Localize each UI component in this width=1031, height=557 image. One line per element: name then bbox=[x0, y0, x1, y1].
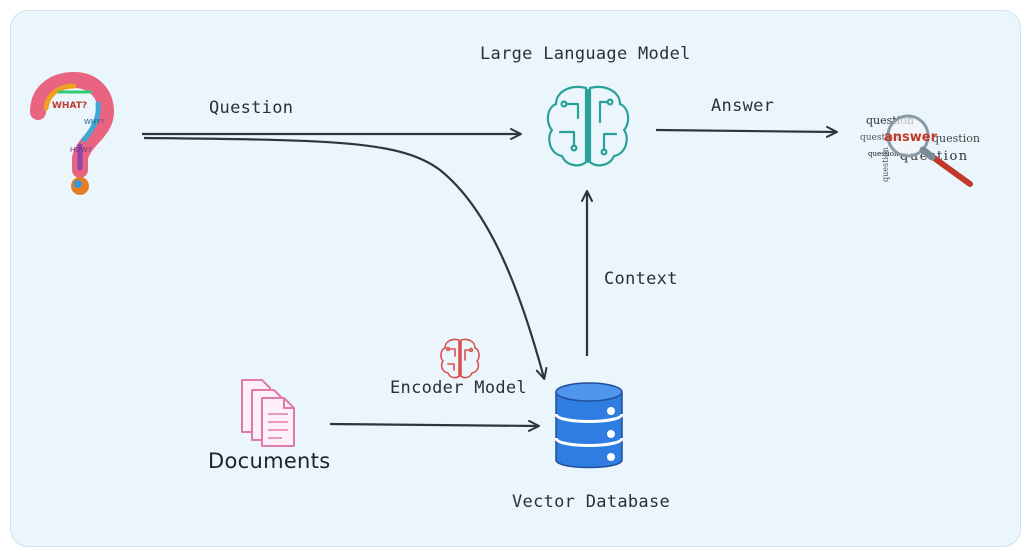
context-label: Context bbox=[604, 269, 678, 289]
question-cloud-word: WHAT? bbox=[52, 101, 87, 111]
diagram-panel bbox=[10, 10, 1021, 547]
encoder-brain-icon bbox=[440, 338, 480, 379]
question-label: Question bbox=[209, 98, 294, 118]
arrow-llm-to-answer bbox=[655, 125, 838, 138]
answer-magnifier-icon: question question question question ques… bbox=[860, 114, 980, 187]
arrow-question-to-database bbox=[143, 136, 548, 380]
llm-brain-icon bbox=[546, 85, 630, 167]
llm-label: Large Language Model bbox=[480, 44, 691, 64]
question-cloud-word: WHY? bbox=[84, 118, 104, 126]
svg-text:question: question bbox=[868, 150, 899, 158]
answer-image-word: question bbox=[860, 133, 899, 143]
question-cloud-word: HOW? bbox=[70, 146, 92, 154]
arrow-documents-to-database bbox=[329, 419, 540, 432]
documents-icon bbox=[241, 379, 295, 447]
vector-database-icon bbox=[554, 382, 624, 469]
answer-image-word: question bbox=[932, 132, 980, 145]
encoder-model-label: Encoder Model bbox=[390, 378, 527, 398]
answer-label: Answer bbox=[711, 96, 775, 116]
answer-image-word: answer bbox=[884, 130, 938, 145]
vector-database-label: Vector Database bbox=[512, 492, 671, 512]
question-cloud-icon: WHAT? WHY? HOW? bbox=[30, 71, 115, 195]
documents-label: Documents bbox=[208, 449, 331, 473]
svg-text:question: question bbox=[881, 147, 890, 182]
